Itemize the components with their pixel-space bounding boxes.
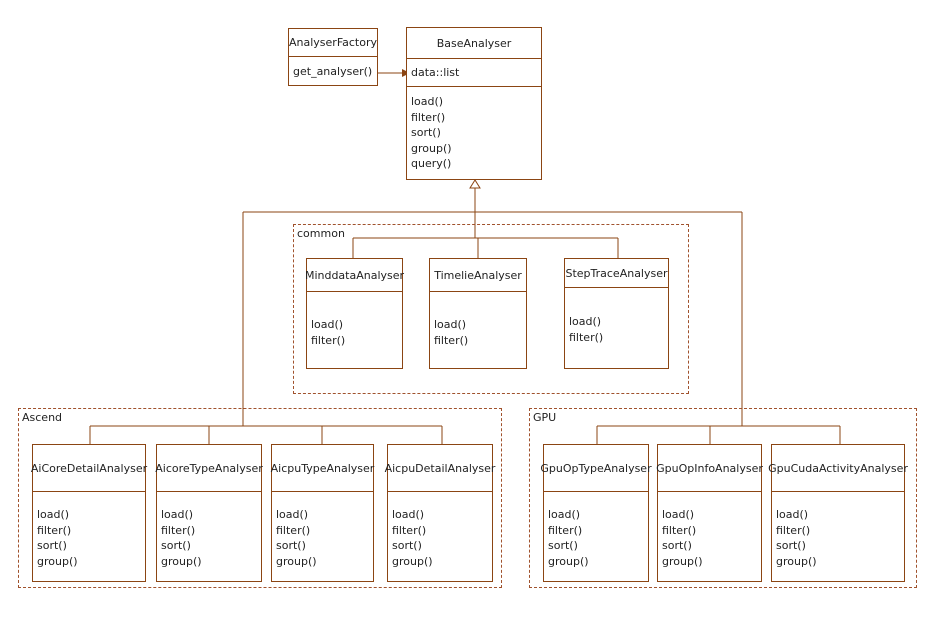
method: filter()	[37, 523, 72, 537]
class-timelie-analyser: TimelieAnalyser load() filter()	[429, 258, 527, 369]
class-name: TimelieAnalyser	[430, 259, 526, 292]
class-methods: load() filter() sort() group()	[388, 492, 492, 569]
class-base-analyser: BaseAnalyser data::list load() filter() …	[406, 27, 542, 180]
method: filter()	[569, 330, 604, 344]
class-name: AiCoreDetailAnalyser	[31, 445, 147, 492]
method: load()	[161, 508, 194, 521]
class-name: GpuCudaActivityAnalyser	[768, 445, 908, 492]
method: query()	[411, 157, 452, 170]
method: sort()	[776, 539, 806, 552]
class-name: StepTraceAnalyser	[565, 259, 668, 288]
method: group()	[37, 554, 78, 568]
class-methods: load() filter()	[565, 288, 668, 345]
package-label: Ascend	[22, 411, 63, 424]
method: group()	[161, 554, 202, 568]
class-gpu-cuda-activity-analyser: GpuCudaActivityAnalyser load() filter() …	[768, 444, 908, 582]
class-methods: load() filter() sort() group()	[272, 492, 373, 569]
method: sort()	[392, 539, 422, 552]
method: load()	[434, 318, 467, 331]
method: group()	[411, 141, 452, 155]
method: sort()	[411, 126, 441, 139]
method: sort()	[37, 539, 67, 552]
method: load()	[392, 508, 425, 521]
method: load()	[776, 508, 809, 521]
method: load()	[569, 315, 602, 328]
method: load()	[311, 318, 344, 331]
class-methods: load() filter() sort() group() query()	[407, 87, 541, 172]
class-methods: load() filter()	[307, 292, 402, 348]
method: sort()	[276, 539, 306, 552]
method: filter()	[662, 523, 697, 537]
method: filter()	[276, 523, 311, 537]
inheritance-triangle	[469, 179, 481, 189]
class-name: MinddataAnalyser	[305, 259, 404, 292]
method: filter()	[161, 523, 196, 537]
method: filter()	[434, 333, 469, 347]
class-methods: get_analyser()	[289, 57, 377, 80]
class-methods: load() filter() sort() group()	[658, 492, 761, 569]
class-name: AicpuDetailAnalyser	[385, 445, 495, 492]
method: load()	[548, 508, 581, 521]
class-gpu-op-type-analyser: GpuOpTypeAnalyser load() filter() sort()…	[540, 444, 652, 582]
class-name: AicoreTypeAnalyser	[155, 445, 263, 492]
class-name: AicpuTypeAnalyser	[271, 445, 374, 492]
class-name: AnalyserFactory	[289, 29, 377, 57]
method: filter()	[776, 523, 811, 537]
method: sort()	[662, 539, 692, 552]
method: filter()	[411, 110, 446, 124]
method: group()	[662, 554, 703, 568]
method: load()	[411, 95, 444, 108]
class-gpu-op-info-analyser: GpuOpInfoAnalyser load() filter() sort()…	[656, 444, 763, 582]
class-aicpu-detail-analyser: AicpuDetailAnalyser load() filter() sort…	[385, 444, 495, 582]
class-analyser-factory: AnalyserFactory get_analyser()	[288, 28, 378, 86]
method: get_analyser()	[293, 65, 373, 78]
class-minddata-analyser: MinddataAnalyser load() filter()	[305, 258, 404, 369]
class-aicpu-type-analyser: AicpuTypeAnalyser load() filter() sort()…	[271, 444, 374, 582]
method: group()	[392, 554, 433, 568]
method: filter()	[548, 523, 583, 537]
class-methods: load() filter() sort() group()	[772, 492, 904, 569]
package-label: common	[297, 227, 345, 240]
class-aicore-type-analyser: AicoreTypeAnalyser load() filter() sort(…	[155, 444, 263, 582]
method: filter()	[311, 333, 346, 347]
class-name: BaseAnalyser	[407, 28, 541, 59]
method: sort()	[548, 539, 578, 552]
method: sort()	[161, 539, 191, 552]
method: filter()	[392, 523, 427, 537]
method: group()	[276, 554, 317, 568]
package-label: GPU	[533, 411, 557, 424]
class-name: GpuOpInfoAnalyser	[656, 445, 763, 492]
method: load()	[662, 508, 695, 521]
method: group()	[548, 554, 589, 568]
class-methods: load() filter() sort() group()	[544, 492, 648, 569]
method: group()	[776, 554, 817, 568]
method: load()	[276, 508, 309, 521]
class-attribute: data::list	[407, 59, 541, 87]
package-gpu: GPU	[529, 408, 917, 588]
class-methods: load() filter() sort() group()	[157, 492, 261, 569]
package-ascend: Ascend	[18, 408, 502, 588]
class-methods: load() filter() sort() group()	[33, 492, 145, 569]
package-common: common	[293, 224, 689, 394]
method: load()	[37, 508, 70, 521]
class-step-trace-analyser: StepTraceAnalyser load() filter()	[564, 258, 669, 369]
class-methods: load() filter()	[430, 292, 526, 348]
class-aicore-detail-analyser: AiCoreDetailAnalyser load() filter() sor…	[31, 444, 147, 582]
class-name: GpuOpTypeAnalyser	[540, 445, 652, 492]
